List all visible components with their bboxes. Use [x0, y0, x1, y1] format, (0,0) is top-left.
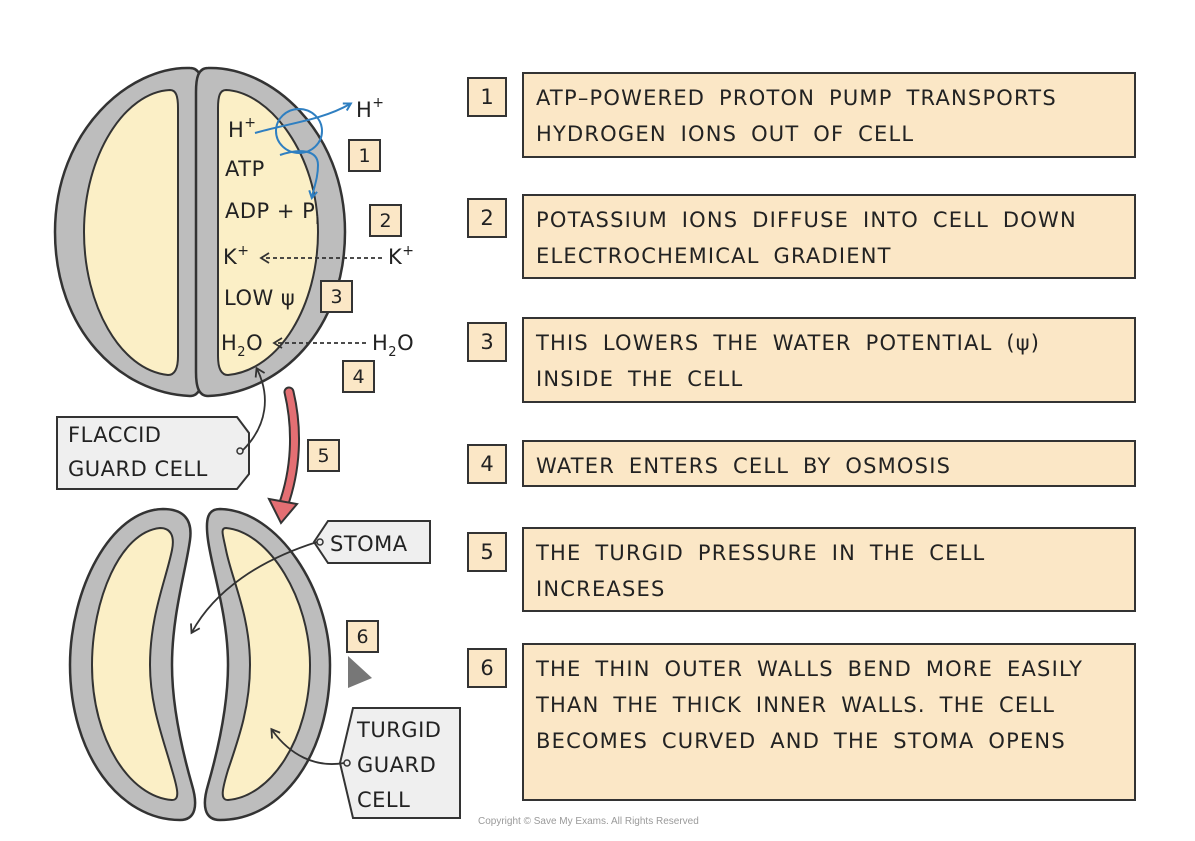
- turgid-left-cell: [90, 526, 179, 802]
- svg-text:5: 5: [317, 445, 329, 467]
- step-3-text: THIS LOWERS THE WATER POTENTIAL (ψ) INSI…: [522, 317, 1136, 403]
- svg-text:6: 6: [356, 626, 368, 648]
- step-2-text: POTASSIUM IONS DIFFUSE INTO CELL DOWN EL…: [522, 194, 1136, 279]
- atp-label: ATP: [225, 157, 265, 181]
- step-6-number: 6: [467, 648, 507, 688]
- turgid-guard-cells: [68, 507, 332, 822]
- step-4-number: 4: [467, 444, 507, 484]
- step-1-number: 1: [467, 77, 507, 117]
- svg-text:TURGID: TURGID: [356, 718, 441, 742]
- diagram-marker-2: 2: [369, 204, 402, 237]
- cursor-pointer-icon: [348, 656, 372, 688]
- low-psi-label: LOW ψ: [224, 286, 295, 310]
- diagram-marker-3: 3: [320, 280, 353, 313]
- proton-pump-circle: [275, 108, 323, 154]
- svg-text:GUARD CELL: GUARD CELL: [68, 457, 208, 481]
- step-3-number: 3: [467, 322, 507, 362]
- step-6-text: THE THIN OUTER WALLS BEND MORE EASILY TH…: [522, 643, 1136, 801]
- h-plus-inside-label: H+: [228, 115, 257, 142]
- svg-text:CELL: CELL: [357, 788, 410, 812]
- step-2-number: 2: [467, 198, 507, 238]
- diagram-marker-5: 5: [307, 439, 340, 472]
- stoma-tag-pointer-arrow: [190, 541, 318, 635]
- svg-text:GUARD: GUARD: [357, 753, 436, 777]
- h2o-inside-label: H2O: [221, 331, 263, 360]
- turgid-guard-cell-tag: TURGID GUARD CELL: [338, 707, 461, 819]
- turgid-right-cell: [221, 526, 312, 802]
- flaccid-guard-cells: [53, 66, 347, 398]
- h2o-outside-label: H2O: [372, 331, 414, 360]
- adp-pi-label: ADP + Pi: [225, 199, 319, 227]
- step-1-text: ATP–POWERED PROTON PUMP TRANSPORTS HYDRO…: [522, 72, 1136, 158]
- turgid-tag-pointer-arrow: [270, 727, 345, 765]
- svg-text:FLACCID: FLACCID: [68, 423, 161, 447]
- stoma-tag: STOMA: [312, 520, 431, 564]
- diagram-marker-4: 4: [342, 360, 375, 393]
- flaccid-tag-pointer-arrow: [242, 366, 266, 451]
- copyright-notice: Copyright © Save My Exams. All Rights Re…: [478, 816, 699, 827]
- h-plus-out-arrow: [254, 104, 350, 134]
- h-plus-outside-label: H+: [356, 95, 385, 122]
- svg-text:2: 2: [379, 210, 391, 232]
- svg-text:3: 3: [330, 286, 342, 308]
- svg-text:STOMA: STOMA: [330, 532, 408, 556]
- atp-adp-arrow: [279, 150, 320, 197]
- step-5-text: THE TURGID PRESSURE IN THE CELL INCREASE…: [522, 527, 1136, 612]
- proton-pump-arrow-icon: [254, 104, 350, 197]
- step-4-text: WATER ENTERS CELL BY OSMOSIS: [522, 440, 1136, 487]
- transition-arrow-icon: [267, 386, 300, 525]
- k-plus-outside-label: K+: [388, 243, 415, 269]
- flaccid-guard-cell-tag: FLACCID GUARD CELL: [56, 416, 250, 490]
- diagram-marker-1: 1: [348, 139, 381, 172]
- k-plus-inside-label: K+: [223, 243, 250, 269]
- svg-text:1: 1: [358, 145, 370, 167]
- flaccid-left-cell: [82, 88, 179, 377]
- step-5-number: 5: [467, 532, 507, 572]
- svg-text:4: 4: [352, 366, 364, 388]
- diagram-marker-6: 6: [346, 620, 379, 653]
